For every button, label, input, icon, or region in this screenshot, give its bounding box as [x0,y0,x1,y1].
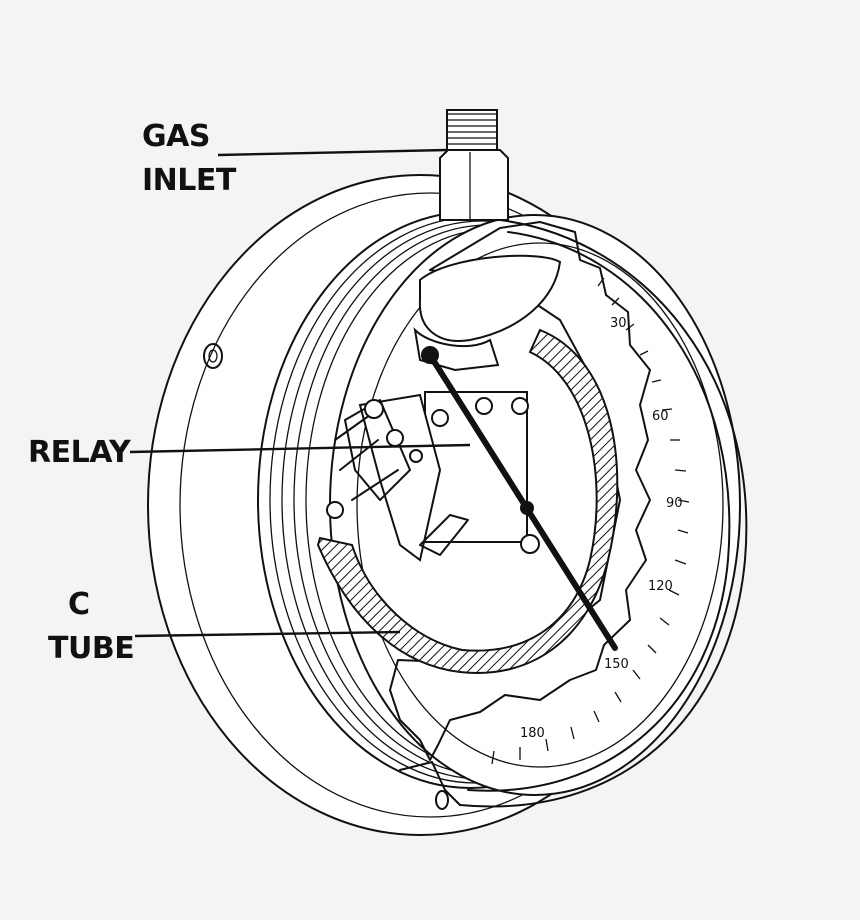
outer-bezel [399,219,748,808]
relay-leader [129,443,471,454]
dial-scale-150: 150 [604,657,629,672]
gas-inlet-label-line1: GAS [142,119,210,154]
relay-mechanism [326,254,562,562]
c-tube-label-line1: C [68,587,90,622]
relay-screw-4 [386,429,404,447]
gas-inlet-fitting [439,109,509,221]
dial-tick-marks [491,277,690,765]
c-tube-leader [134,630,401,638]
relay-screw-6 [326,501,344,519]
relay-screw-5 [431,409,449,427]
relay-screw-8 [409,449,423,463]
gas-inlet-label-line2: INLET [142,163,237,198]
dial-scale-120: 120 [648,579,673,594]
dial-scale-60: 60 [652,409,669,424]
c-tube-label-line2: TUBE [48,631,134,666]
relay-label: RELAY [28,435,132,470]
dial-scale-180: 180 [520,726,545,741]
dial-scale-90: 90 [666,496,683,511]
relay-screw-7 [520,534,540,554]
dial-scale-30: 30 [610,316,627,331]
c-tube [316,328,619,674]
relay-screw-2 [475,397,493,415]
relay-screw-3 [511,397,529,415]
gauge-pointer [421,346,618,651]
relay-screw-1 [364,399,384,419]
gas-inlet-leader [217,148,448,157]
